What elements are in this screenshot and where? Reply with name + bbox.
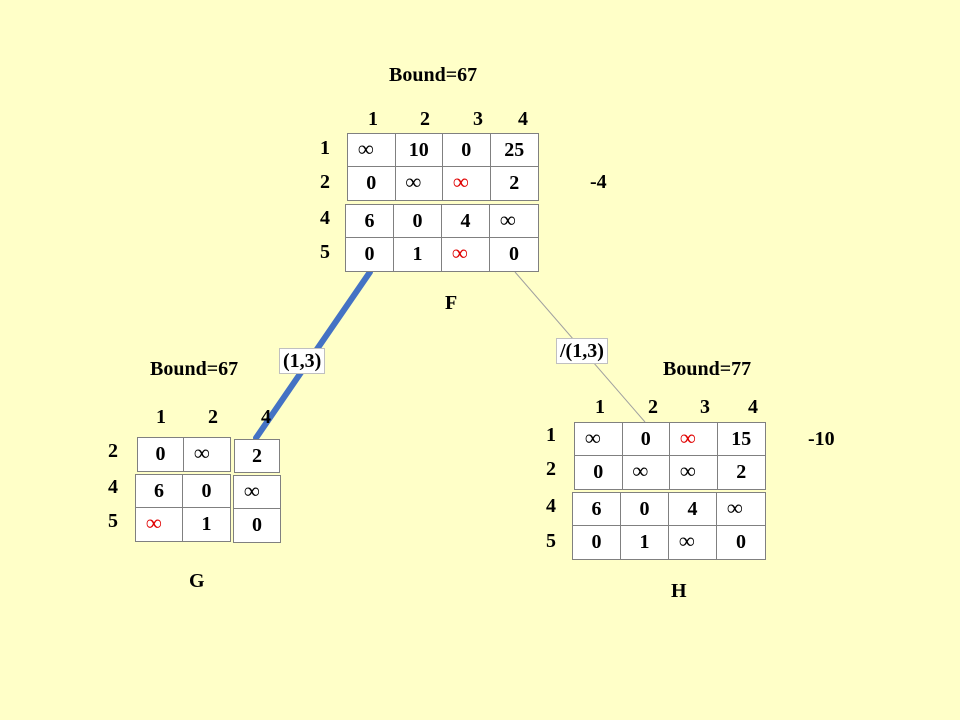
matrix-cell: 0 bbox=[573, 526, 621, 559]
matrix-cell: 1 bbox=[621, 526, 669, 559]
node-g-col-1: 1 bbox=[156, 406, 166, 428]
matrix-cell: ∞ bbox=[348, 134, 396, 167]
matrix-cell: ∞ bbox=[669, 526, 717, 559]
node-f-row-5: 5 bbox=[320, 241, 330, 263]
node-g-matrix-row-2: 0∞ bbox=[137, 437, 231, 472]
node-f-row-1: 1 bbox=[320, 137, 330, 159]
matrix-cell: ∞ bbox=[442, 238, 490, 271]
matrix-cell: 4 bbox=[442, 205, 490, 238]
matrix-cell: ∞ bbox=[443, 167, 491, 200]
node-g-col-2: 2 bbox=[208, 406, 218, 428]
node-h-col-1: 1 bbox=[595, 396, 605, 418]
matrix-cell: ∞ bbox=[490, 205, 538, 238]
matrix-cell: ∞ bbox=[623, 456, 670, 489]
matrix-cell: 0 bbox=[736, 531, 746, 553]
node-h-side-value: -10 bbox=[808, 428, 835, 450]
node-g-bound: Bound=67 bbox=[150, 358, 239, 380]
matrix-cell: ∞ bbox=[194, 440, 210, 465]
matrix-cell: 2 bbox=[509, 172, 520, 194]
node-h-row-2: 2 bbox=[546, 458, 556, 480]
matrix-cell: ∞ bbox=[717, 493, 765, 526]
node-f-row-2: 2 bbox=[320, 171, 330, 193]
node-h-row-1: 1 bbox=[546, 424, 556, 446]
node-h-row-4: 4 bbox=[546, 495, 556, 517]
node-f-col-4: 4 bbox=[518, 108, 528, 130]
matrix-cell: 1 bbox=[201, 513, 212, 535]
node-g-col-4: 4 bbox=[261, 406, 271, 428]
node-g-side-bottom: ∞0 bbox=[233, 475, 281, 543]
matrix-cell: ∞ bbox=[670, 423, 718, 456]
node-h-col-2: 2 bbox=[648, 396, 658, 418]
matrix-cell: 4 bbox=[669, 493, 717, 526]
node-g-side-top: 2 bbox=[234, 439, 280, 473]
matrix-cell: 0 bbox=[621, 493, 669, 526]
matrix-cell: 6 bbox=[136, 475, 183, 508]
matrix-cell: 1 bbox=[394, 238, 442, 271]
matrix-cell: 2 bbox=[736, 461, 747, 483]
node-f-col-2: 2 bbox=[420, 108, 430, 130]
node-h-col-3: 3 bbox=[700, 396, 710, 418]
node-g-name: G bbox=[189, 570, 205, 592]
node-f-name: F bbox=[445, 292, 458, 314]
matrix-cell: 6 bbox=[346, 205, 394, 238]
node-g-row-4: 4 bbox=[108, 476, 118, 498]
matrix-cell: ∞ bbox=[234, 476, 280, 509]
matrix-cell: 0 bbox=[575, 456, 623, 489]
matrix-cell: ∞ bbox=[670, 456, 718, 489]
matrix-cell: ∞ bbox=[396, 167, 443, 200]
node-h-bound: Bound=77 bbox=[663, 358, 752, 380]
node-h-name: H bbox=[671, 580, 687, 602]
matrix-cell: 6 bbox=[573, 493, 621, 526]
matrix-cell: 0 bbox=[138, 438, 184, 471]
node-f-col-3: 3 bbox=[473, 108, 483, 130]
matrix-cell: 0 bbox=[183, 475, 230, 508]
matrix-cell: 0 bbox=[252, 514, 262, 536]
node-g-row-5: 5 bbox=[108, 510, 118, 532]
matrix-cell: 0 bbox=[394, 205, 442, 238]
matrix-cell: 25 bbox=[490, 134, 538, 167]
node-g-row-2: 2 bbox=[108, 440, 118, 462]
node-f-bound: Bound=67 bbox=[389, 64, 478, 86]
node-h-row-5: 5 bbox=[546, 530, 556, 552]
node-f-side-value: -4 bbox=[590, 171, 607, 193]
matrix-cell: 0 bbox=[348, 167, 396, 200]
node-f-col-1: 1 bbox=[368, 108, 378, 130]
matrix-cell: 0 bbox=[622, 423, 670, 456]
edge-f-g-label: (1,3) bbox=[279, 348, 326, 374]
matrix-cell: 0 bbox=[443, 134, 491, 167]
matrix-cell: ∞ bbox=[136, 508, 183, 541]
matrix-cell: 15 bbox=[717, 423, 765, 456]
matrix-cell: 10 bbox=[395, 134, 443, 167]
node-f-row-4: 4 bbox=[320, 207, 330, 229]
matrix-cell: 0 bbox=[346, 238, 394, 271]
edge-f-h-label: /(1,3) bbox=[556, 338, 608, 364]
node-h-col-4: 4 bbox=[748, 396, 758, 418]
matrix-cell: 2 bbox=[252, 444, 262, 467]
matrix-cell: 0 bbox=[509, 243, 519, 265]
matrix-cell: ∞ bbox=[575, 423, 623, 456]
